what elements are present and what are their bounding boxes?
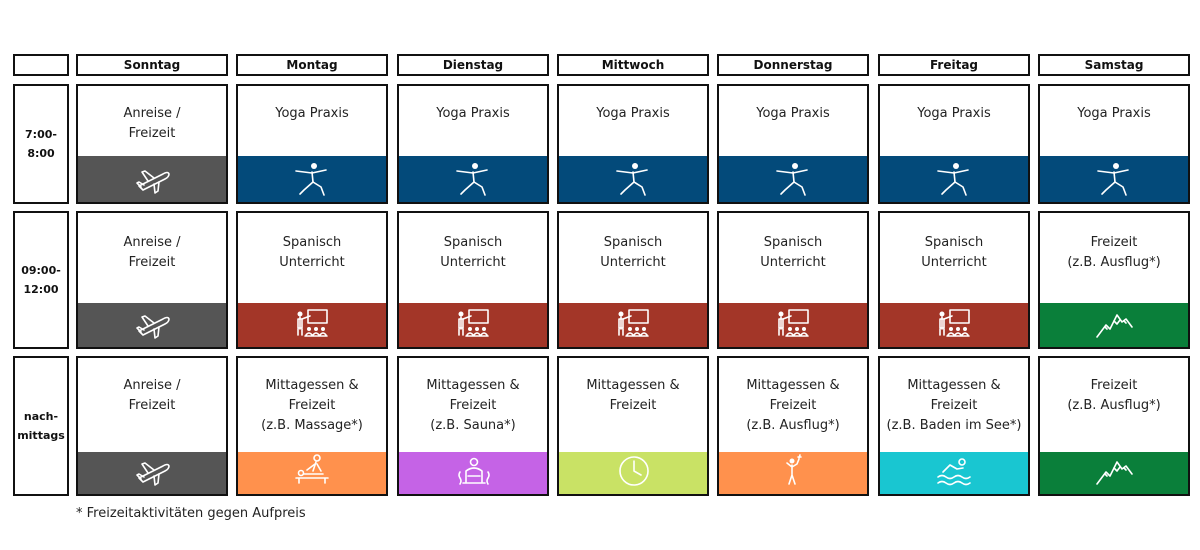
activity-cell: Mittagessen & Freizeit (z.B. Ausflug*) (717, 356, 869, 496)
activity-cell: Mittagessen & Freizeit (z.B. Massage*) (236, 356, 388, 496)
activity-label: Anreise / Freizeit (123, 106, 181, 141)
clock-icon (619, 456, 649, 486)
activity-color-band (238, 452, 386, 494)
activity-color-band (399, 156, 547, 202)
activity-label: Anreise / Freizeit (123, 378, 181, 413)
activity-color-band (78, 303, 226, 347)
activity-label: Spanisch Unterricht (440, 235, 506, 270)
classroom-icon (618, 309, 649, 337)
activity-color-band (1040, 303, 1188, 347)
activity-cell: Yoga Praxis (878, 84, 1030, 204)
classroom-icon (458, 309, 489, 337)
activity-color-band (880, 156, 1028, 202)
activity-color-band (559, 452, 707, 494)
activity-color-band (880, 303, 1028, 347)
activity-label: Yoga Praxis (756, 106, 830, 121)
activity-label: Yoga Praxis (1077, 106, 1151, 121)
activity-label: Spanisch Unterricht (279, 235, 345, 270)
activity-color-band (1040, 452, 1188, 494)
activity-label: Yoga Praxis (436, 106, 510, 121)
day-header-dienstag: Dienstag (397, 54, 549, 76)
day-header-samstag: Samstag (1038, 54, 1190, 76)
activity-cell: Spanisch Unterricht (397, 211, 549, 349)
activity-label: Spanisch Unterricht (760, 235, 826, 270)
classroom-icon (297, 309, 328, 337)
activity-cell: Yoga Praxis (1038, 84, 1190, 204)
activity-cell: Anreise / Freizeit (76, 84, 228, 204)
day-header-mittwoch: Mittwoch (557, 54, 709, 76)
airplane-icon (136, 462, 170, 486)
activity-color-band (719, 156, 867, 202)
activity-color-band (719, 452, 867, 494)
airplane-icon (136, 170, 170, 194)
corner-cell (13, 54, 69, 76)
activity-cell: Mittagessen & Freizeit (z.B. Baden im Se… (878, 356, 1030, 496)
yoga-pose-icon (937, 163, 969, 196)
activity-cell: Yoga Praxis (397, 84, 549, 204)
activity-label: Yoga Praxis (917, 106, 991, 121)
day-header-sonntag: Sonntag (76, 54, 228, 76)
activity-label: Mittagessen & Freizeit (z.B. Baden im Se… (886, 378, 1022, 433)
activity-color-band (880, 452, 1028, 494)
activity-cell: Mittagessen & Freizeit (557, 356, 709, 496)
activity-cell: Mittagessen & Freizeit (z.B. Sauna*) (397, 356, 549, 496)
activity-color-band (238, 303, 386, 347)
sauna-icon (458, 457, 490, 485)
activity-cell: Spanisch Unterricht (557, 211, 709, 349)
time-slot-label: 7:00- 8:00 (13, 84, 69, 204)
day-header-montag: Montag (236, 54, 388, 76)
activity-color-band (399, 303, 547, 347)
activity-color-band (1040, 156, 1188, 202)
classroom-icon (778, 309, 809, 337)
yoga-pose-icon (776, 163, 808, 196)
activity-label: Mittagessen & Freizeit (z.B. Ausflug*) (746, 378, 840, 433)
day-header-donnerstag: Donnerstag (717, 54, 869, 76)
activity-label: Anreise / Freizeit (123, 235, 181, 270)
activity-color-band (399, 452, 547, 494)
yoga-pose-icon (295, 163, 327, 196)
activity-cell: Anreise / Freizeit (76, 211, 228, 349)
activity-cell: Yoga Praxis (236, 84, 388, 204)
activity-cell: Spanisch Unterricht (878, 211, 1030, 349)
activity-label: Mittagessen & Freizeit (z.B. Sauna*) (426, 378, 520, 433)
activity-cell: Freizeit (z.B. Ausflug*) (1038, 356, 1190, 496)
activity-label: Spanisch Unterricht (600, 235, 666, 270)
activity-color-band (238, 156, 386, 202)
activity-cell: Yoga Praxis (557, 84, 709, 204)
activity-color-band (559, 303, 707, 347)
classroom-icon (939, 309, 970, 337)
activity-cell: Anreise / Freizeit (76, 356, 228, 496)
activity-cell: Yoga Praxis (717, 84, 869, 204)
activity-label: Spanisch Unterricht (921, 235, 987, 270)
airplane-icon (136, 315, 170, 339)
activity-color-band (78, 452, 226, 494)
day-header-freitag: Freitag (878, 54, 1030, 76)
activity-label: Yoga Praxis (596, 106, 670, 121)
time-slot-label: 09:00- 12:00 (13, 211, 69, 349)
activity-label: Yoga Praxis (275, 106, 349, 121)
activity-color-band (559, 156, 707, 202)
activity-label: Freizeit (z.B. Ausflug*) (1067, 235, 1161, 270)
footnote: * Freizeitaktivitäten gegen Aufpreis (76, 506, 306, 521)
activity-cell: Freizeit (z.B. Ausflug*) (1038, 211, 1190, 349)
yoga-pose-icon (456, 163, 488, 196)
yoga-pose-icon (1097, 163, 1129, 196)
activity-label: Freizeit (z.B. Ausflug*) (1067, 378, 1161, 413)
swimmer-icon (937, 458, 971, 486)
time-slot-label: nach- mittags (13, 356, 69, 496)
mountain-icon (1096, 461, 1133, 485)
activity-color-band (78, 156, 226, 202)
massage-icon (295, 454, 329, 484)
activity-color-band (719, 303, 867, 347)
mountain-icon (1096, 314, 1133, 338)
yoga-pose-icon (616, 163, 648, 196)
activity-cell: Spanisch Unterricht (717, 211, 869, 349)
activity-label: Mittagessen & Freizeit (586, 378, 680, 413)
activity-label: Mittagessen & Freizeit (z.B. Massage*) (261, 378, 363, 433)
hiker-icon (786, 454, 802, 485)
activity-cell: Spanisch Unterricht (236, 211, 388, 349)
